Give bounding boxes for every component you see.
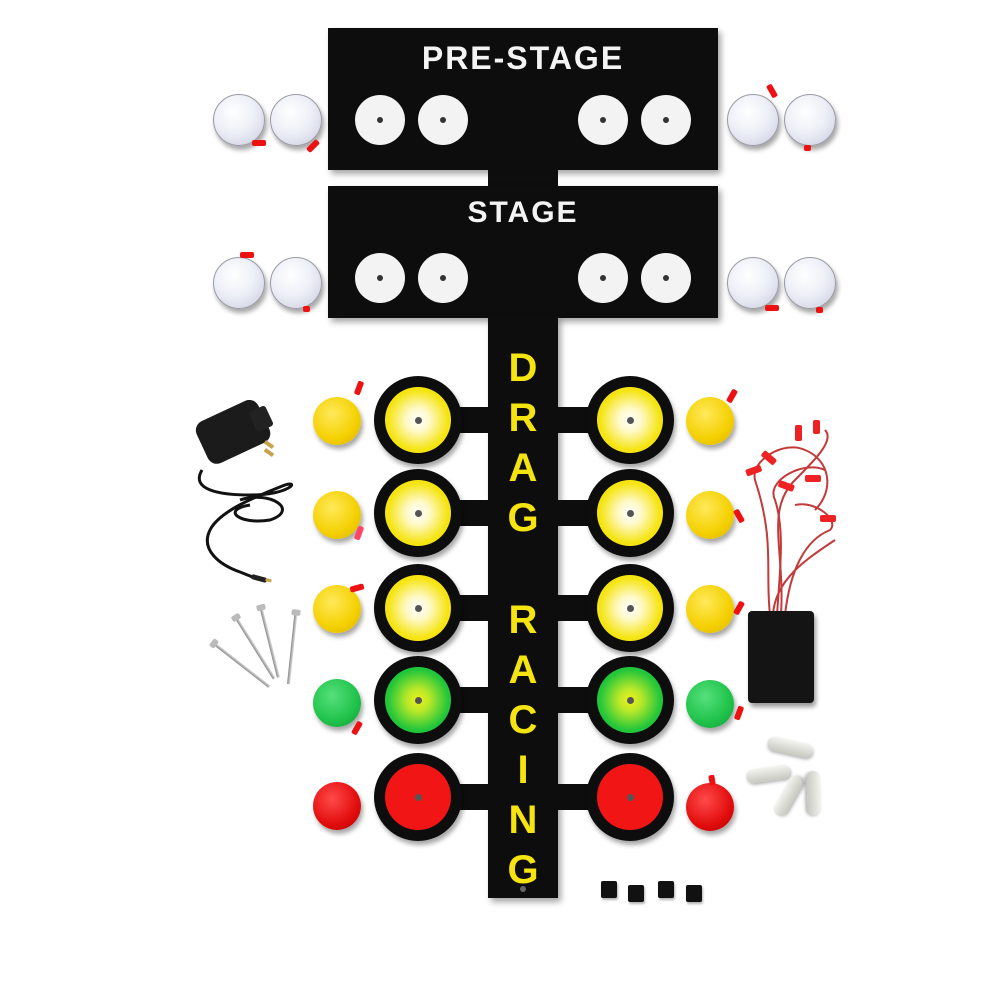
wire-harness-icon bbox=[745, 420, 836, 616]
mount-hole bbox=[520, 886, 526, 892]
prestage-disc-2 bbox=[418, 95, 468, 145]
racing-letter-i: I bbox=[517, 748, 529, 792]
wire-lead-icon bbox=[765, 83, 779, 99]
yellow-lamp-left-1 bbox=[385, 387, 451, 453]
stage-disc-4 bbox=[641, 253, 691, 303]
spacer-tube-icon bbox=[766, 735, 814, 759]
loose-yellow-led-right-3 bbox=[686, 585, 734, 633]
spacer-tube-icon bbox=[806, 770, 822, 816]
spacer-tube-icon bbox=[745, 764, 791, 784]
lamp-ring-right-5 bbox=[586, 753, 674, 841]
lamp-ring-right-4 bbox=[586, 656, 674, 744]
prestage-disc-4 bbox=[641, 95, 691, 145]
wire-lead-icon bbox=[252, 140, 266, 146]
drag-letter-g: G bbox=[507, 496, 539, 540]
arm-row-2 bbox=[440, 500, 610, 526]
nail-icon bbox=[286, 612, 298, 685]
racing-letter-c: C bbox=[508, 698, 538, 742]
prestage-panel: PRE-STAGE bbox=[328, 28, 718, 170]
arm-row-5 bbox=[440, 784, 610, 810]
lamp-ring-right-1 bbox=[586, 376, 674, 464]
yellow-lamp-left-2 bbox=[385, 480, 451, 546]
yellow-lamp-left-3 bbox=[385, 575, 451, 641]
wire-lead-icon bbox=[353, 380, 365, 396]
stage-disc-3 bbox=[578, 253, 628, 303]
drag-letter-r: R bbox=[508, 396, 538, 440]
wire-lead-icon bbox=[350, 720, 364, 736]
loose-yellow-led-left-1 bbox=[313, 397, 361, 445]
lamp-ring-left-4 bbox=[374, 656, 462, 744]
lamp-ring-left-5 bbox=[374, 753, 462, 841]
wire-lead-icon bbox=[349, 583, 365, 593]
lamp-ring-right-2 bbox=[586, 469, 674, 557]
loose-red-led-left bbox=[313, 782, 361, 830]
mounting-clip-icon bbox=[628, 885, 644, 902]
stage-disc-2 bbox=[418, 253, 468, 303]
drag-letter-d: D bbox=[508, 346, 538, 390]
lamp-ring-right-3 bbox=[586, 564, 674, 652]
nail-icon bbox=[213, 642, 271, 688]
lamp-ring-left-3 bbox=[374, 564, 462, 652]
wire-lead-icon bbox=[732, 600, 746, 616]
loose-white-led-5 bbox=[727, 94, 779, 146]
yellow-lamp-right-1 bbox=[597, 387, 663, 453]
red-lamp-right bbox=[597, 764, 663, 830]
loose-yellow-led-right-1 bbox=[686, 397, 734, 445]
spacer-tube-icon bbox=[770, 773, 806, 819]
yellow-lamp-right-2 bbox=[597, 480, 663, 546]
wire-lead-icon bbox=[708, 774, 716, 786]
loose-white-led-7 bbox=[727, 257, 779, 309]
wire-lead-icon bbox=[303, 306, 310, 312]
nail-icon bbox=[259, 607, 280, 678]
green-lamp-left bbox=[385, 667, 451, 733]
loose-white-led-1 bbox=[213, 94, 265, 146]
loose-white-led-3 bbox=[213, 257, 265, 309]
loose-green-led-left bbox=[313, 679, 361, 727]
loose-red-led-right bbox=[686, 783, 734, 831]
controller-box bbox=[748, 611, 814, 703]
loose-green-led-right bbox=[686, 680, 734, 728]
stage-disc-1 bbox=[355, 253, 405, 303]
loose-yellow-led-right-2 bbox=[686, 491, 734, 539]
yellow-lamp-right-3 bbox=[597, 575, 663, 641]
arm-row-4 bbox=[440, 687, 610, 713]
arm-row-3 bbox=[440, 595, 610, 621]
lamp-ring-left-2 bbox=[374, 469, 462, 557]
arm-row-1 bbox=[440, 407, 610, 433]
stage-panel: STAGE bbox=[328, 186, 718, 318]
wire-lead-icon bbox=[732, 508, 746, 524]
wire-lead-icon bbox=[240, 252, 254, 258]
racing-letter-a: A bbox=[508, 648, 538, 692]
drag-letter-a: A bbox=[508, 446, 538, 490]
racing-letter-g: G bbox=[507, 848, 539, 892]
loose-white-led-2 bbox=[270, 94, 322, 146]
green-lamp-right bbox=[597, 667, 663, 733]
stem-upper bbox=[488, 168, 558, 188]
loose-white-led-6 bbox=[784, 94, 836, 146]
wire-lead-icon bbox=[725, 388, 739, 404]
wire-lead-icon bbox=[816, 307, 823, 313]
loose-yellow-led-left-2 bbox=[313, 491, 361, 539]
power-adapter-icon bbox=[195, 400, 293, 583]
prestage-disc-3 bbox=[578, 95, 628, 145]
loose-white-led-4 bbox=[270, 257, 322, 309]
wire-lead-icon bbox=[804, 145, 811, 151]
wire-lead-icon bbox=[765, 305, 779, 311]
loose-white-led-8 bbox=[784, 257, 836, 309]
racing-letter-n: N bbox=[508, 798, 538, 842]
mounting-clip-icon bbox=[601, 881, 617, 898]
wire-lead-icon bbox=[733, 705, 745, 721]
loose-yellow-led-left-3 bbox=[313, 585, 361, 633]
prestage-disc-1 bbox=[355, 95, 405, 145]
racing-letter-r: R bbox=[508, 598, 538, 642]
mounting-clip-icon bbox=[658, 881, 674, 898]
mounting-clip-icon bbox=[686, 885, 702, 902]
stage-label: STAGE bbox=[467, 196, 579, 229]
red-lamp-left bbox=[385, 764, 451, 830]
prestage-label: PRE-STAGE bbox=[421, 40, 625, 76]
lamp-ring-left-1 bbox=[374, 376, 462, 464]
